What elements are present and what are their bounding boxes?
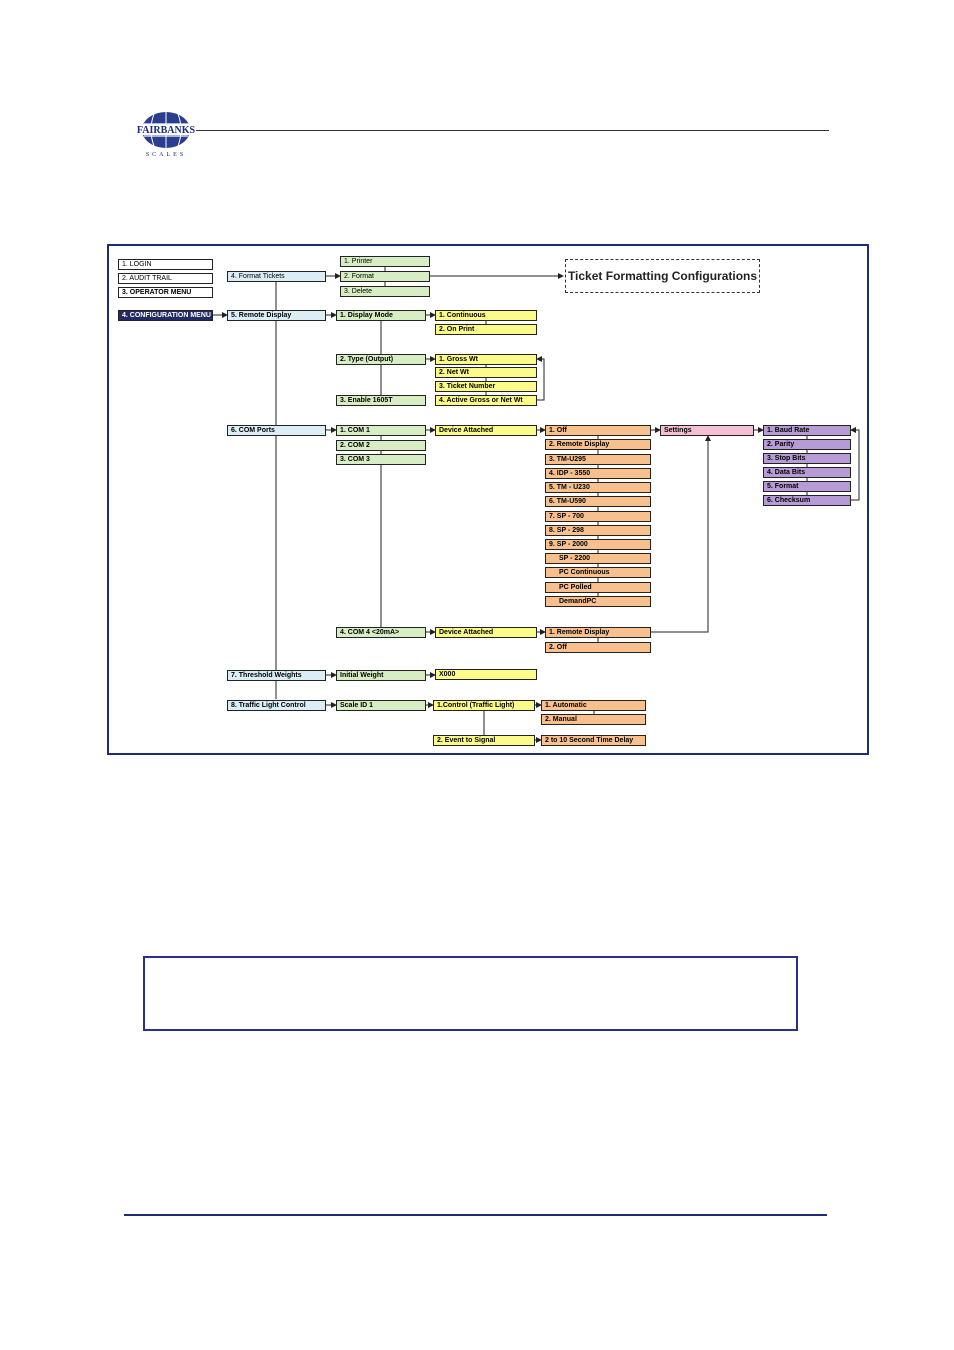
traffic-manual: 2. Manual <box>541 714 646 725</box>
type-gross-wt: 1. Gross Wt <box>435 354 537 365</box>
format-printer: 1. Printer <box>340 256 430 267</box>
device-pc-polled: PC Polled <box>545 582 651 593</box>
setting-checksum: 6. Checksum <box>763 495 851 506</box>
com-4: 4. COM 4 <20mA> <box>336 627 426 638</box>
menu-operator: 3. OPERATOR MENU <box>118 287 213 298</box>
com-2: 2. COM 2 <box>336 440 426 451</box>
menu-login: 1. LOGIN <box>118 259 213 270</box>
device-idp-3550: 4. IDP - 3550 <box>545 468 651 479</box>
traffic-automatic: 1. Automatic <box>541 700 646 711</box>
config-remote-display: 5. Remote Display <box>227 310 326 321</box>
device-sp-2000: 9. SP - 2000 <box>545 539 651 550</box>
setting-data-bits: 4. Data Bits <box>763 467 851 478</box>
logo-subtext: SCALES <box>146 152 186 158</box>
device-sp-700: 7. SP - 700 <box>545 511 651 522</box>
com-3: 3. COM 3 <box>336 454 426 465</box>
ticket-formatting-configurations: Ticket Formatting Configurations <box>565 259 760 293</box>
com4-off: 2. Off <box>545 642 651 653</box>
device-off: 1. Off <box>545 425 651 436</box>
device-demandpc: DemandPC <box>545 596 651 607</box>
device-tm-u295: 3. TM-U295 <box>545 454 651 465</box>
traffic-time-delay: 2 to 10 Second Time Delay <box>541 735 646 746</box>
traffic-control: 1.Control (Traffic Light) <box>433 700 535 711</box>
format-delete: 3. Delete <box>340 286 430 297</box>
device-attached: Device Attached <box>435 425 537 436</box>
device-tm-u230: 5. TM - U230 <box>545 482 651 493</box>
device-remote-display: 2. Remote Display <box>545 439 651 450</box>
note-box <box>143 956 798 1031</box>
setting-baud-rate: 1. Baud Rate <box>763 425 851 436</box>
footer-rule <box>124 1214 827 1216</box>
threshold-value: X000 <box>435 669 537 680</box>
format-format: 2. Format <box>340 271 430 282</box>
remote-enable-1605t: 3. Enable 1605T <box>336 395 426 406</box>
logo-text: FAIRBANKS <box>137 125 196 136</box>
setting-format: 5. Format <box>763 481 851 492</box>
device-tm-u590: 6. TM-U590 <box>545 496 651 507</box>
com-1: 1. COM 1 <box>336 425 426 436</box>
menu-configuration: 4. CONFIGURATION MENU <box>118 310 213 321</box>
display-mode-continuous: 1. Continuous <box>435 310 537 321</box>
menu-audit-trail: 2. AUDIT TRAIL <box>118 273 213 284</box>
type-ticket-number: 3. Ticket Number <box>435 381 537 392</box>
settings: Settings <box>660 425 754 436</box>
remote-type-output: 2. Type (Output) <box>336 354 426 365</box>
header-rule <box>196 130 829 131</box>
config-format-tickets: 4. Format Tickets <box>227 271 326 282</box>
com4-remote-display: 1. Remote Display <box>545 627 651 638</box>
traffic-scale-id: Scale ID 1 <box>336 700 426 711</box>
config-com-ports: 6. COM Ports <box>227 425 326 436</box>
device-sp-2200: SP - 2200 <box>545 553 651 564</box>
type-net-wt: 2. Net Wt <box>435 367 537 378</box>
device-sp-298: 8. SP - 298 <box>545 525 651 536</box>
threshold-initial-weight: Initial Weight <box>336 670 426 681</box>
device-attached-com4: Device Attached <box>435 627 537 638</box>
setting-parity: 2. Parity <box>763 439 851 450</box>
type-active-gross-net: 4. Active Gross or Net Wt <box>435 395 537 406</box>
fairbanks-logo: FAIRBANKS SCALES <box>134 110 198 158</box>
remote-display-mode: 1. Display Mode <box>336 310 426 321</box>
setting-stop-bits: 3. Stop Bits <box>763 453 851 464</box>
config-traffic-light: 8. Traffic Light Control <box>227 700 326 711</box>
config-threshold-weights: 7. Threshold Weights <box>227 670 326 681</box>
traffic-event-to-signal: 2. Event to Signal <box>433 735 535 746</box>
device-pc-continuous: PC Continuous <box>545 567 651 578</box>
display-mode-on-print: 2. On Print <box>435 324 537 335</box>
